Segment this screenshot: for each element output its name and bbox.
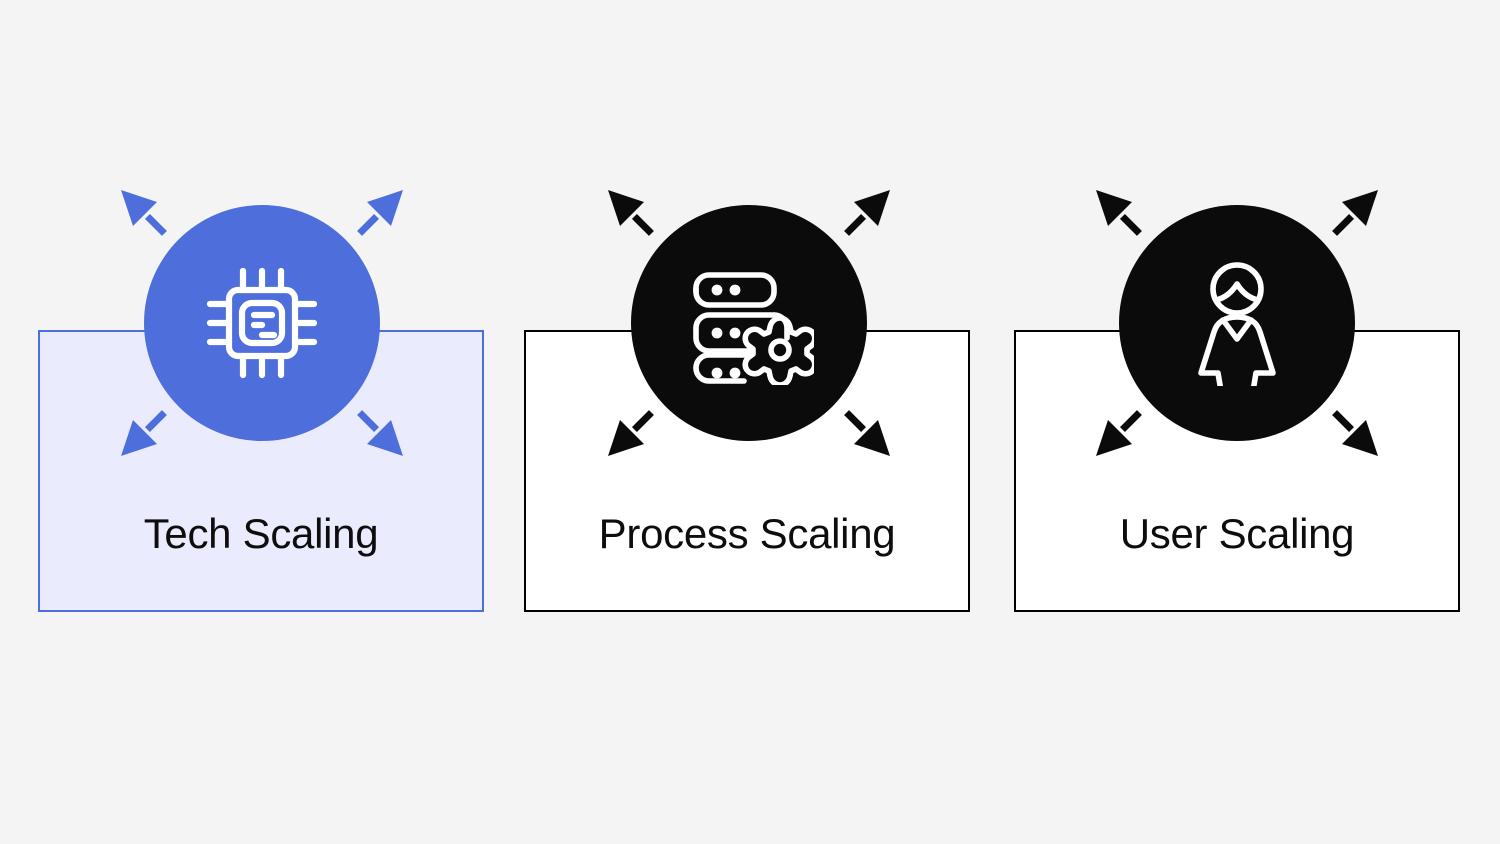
node-circle-process-scaling[interactable] bbox=[631, 205, 867, 441]
cpu-chip-icon bbox=[206, 267, 318, 379]
person-user-icon bbox=[1198, 262, 1276, 386]
server-gear-icon bbox=[693, 272, 814, 385]
card-label-process-scaling: Process Scaling bbox=[598, 510, 896, 557]
node-circle-tech-scaling[interactable] bbox=[144, 205, 380, 441]
card-label-user-scaling: User Scaling bbox=[1119, 510, 1355, 557]
card-label-tech-scaling: Tech Scaling bbox=[143, 510, 379, 557]
node-circle-user-scaling[interactable] bbox=[1119, 205, 1355, 441]
